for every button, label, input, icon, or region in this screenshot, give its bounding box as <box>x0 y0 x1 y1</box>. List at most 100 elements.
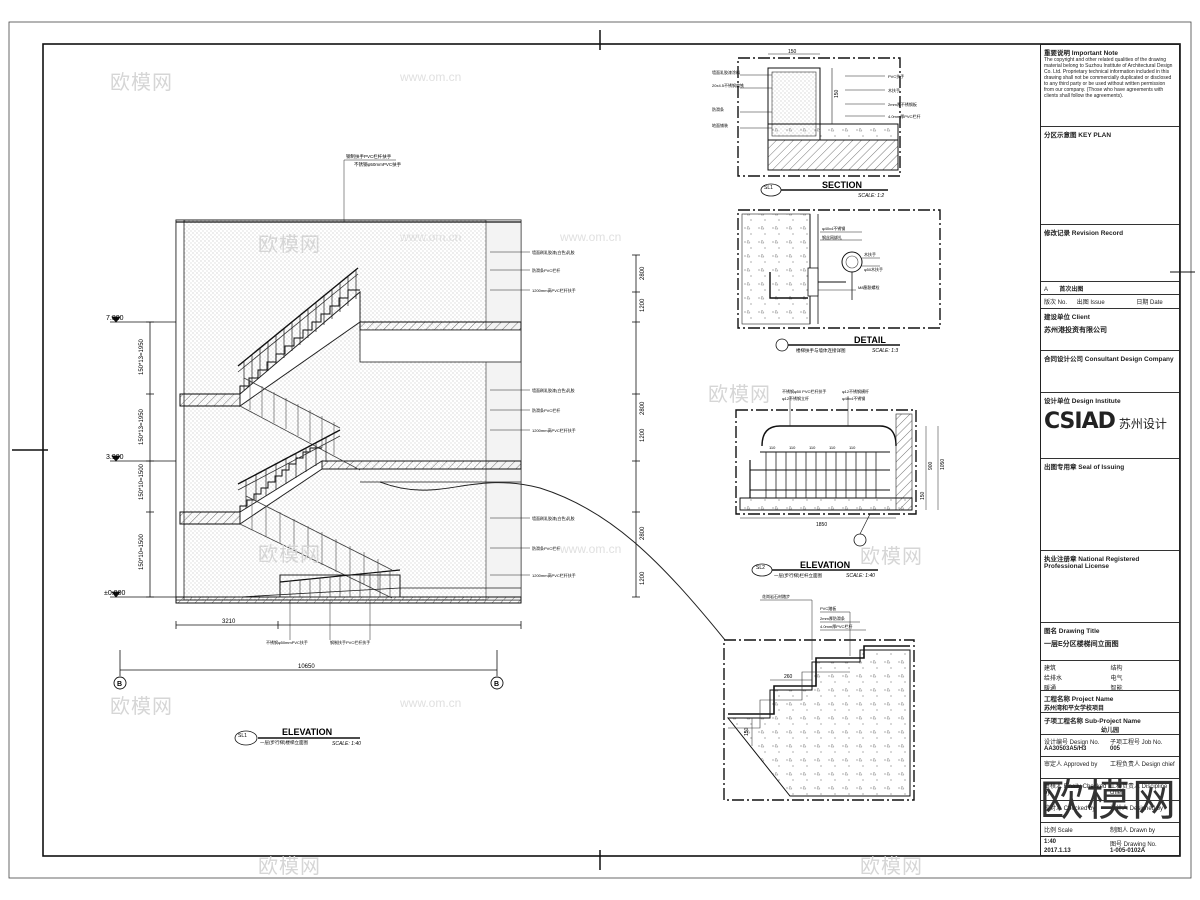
key-plan-cell: 分区示意图 KEY PLAN <box>1041 127 1179 225</box>
svg-text:20x4.5不锈钢扁铁: 20x4.5不锈钢扁铁 <box>712 82 744 88</box>
grid-b-right: B <box>494 681 499 688</box>
drawing-number: 1-005-0102A <box>1110 848 1146 854</box>
client-cell: 建设单位 Client 苏州港投资有限公司 <box>1041 309 1179 351</box>
level-mid: 3.900 <box>106 454 124 461</box>
svg-text:木扶手: 木扶手 <box>864 251 876 257</box>
wall-handrail-detail: φ40x4不锈钢 钢丝网绑扎 木扶手 φ50木扶手 M8膨胀螺栓 DETAIL … <box>737 209 941 354</box>
client-name: 苏州港投资有限公司 <box>1044 327 1107 334</box>
svg-text:2mm厚不锈钢板: 2mm厚不锈钢板 <box>888 101 917 107</box>
svg-text:SCALE: 1:3: SCALE: 1:3 <box>872 348 898 354</box>
project-cell: 工程名称 Project Name 苏州湾和平女学校项目 <box>1041 691 1179 713</box>
svg-text:楼梯扶手与墙体连接详图: 楼梯扶手与墙体连接详图 <box>796 347 846 354</box>
svg-text:110: 110 <box>769 445 776 450</box>
svg-text:1050: 1050 <box>940 459 946 470</box>
svg-text:2800: 2800 <box>640 266 646 280</box>
svg-text:1200mm高PVC栏杆扶手: 1200mm高PVC栏杆扶手 <box>532 427 576 433</box>
registration-cell: 执业注册章 National Registered Professional L… <box>1041 551 1179 623</box>
checking-cell: 审核人 Finally Checked by 工种负责人 Discipline … <box>1041 779 1179 801</box>
svg-text:φ40x4不锈钢: φ40x4不锈钢 <box>822 225 845 231</box>
svg-text:260: 260 <box>784 674 793 680</box>
svg-text:150: 150 <box>744 727 750 736</box>
outer-frame <box>8 21 1192 879</box>
section-title: SECTION <box>822 180 862 190</box>
svg-text:φ12不锈钢横杆: φ12不锈钢横杆 <box>842 388 869 394</box>
svg-text:钢制扶手PVC栏杆扶手: 钢制扶手PVC栏杆扶手 <box>330 639 370 645</box>
svg-text:φ12不锈钢立杆: φ12不锈钢立杆 <box>782 395 809 401</box>
railing-elevation-title: ELEVATION <box>800 560 850 570</box>
svg-text:不锈钢φ50mmPVC扶手: 不锈钢φ50mmPVC扶手 <box>266 639 308 645</box>
scale-value: 1:40 <box>1044 839 1057 845</box>
drawing-title: 一层E分区楼梯间立面图 <box>1044 641 1119 648</box>
svg-text:150*10=1500: 150*10=1500 <box>139 533 145 570</box>
level-ground: ±0.000 <box>104 590 125 597</box>
consultant-cell: 合同设计公司 Consultant Design Company <box>1041 351 1179 393</box>
svg-text:花岗岩石材踏步: 花岗岩石材踏步 <box>762 593 790 599</box>
svg-text:1850: 1850 <box>816 522 827 528</box>
svg-text:1200: 1200 <box>640 571 646 585</box>
svg-text:墙面乳胶漆涂料: 墙面乳胶漆涂料 <box>712 69 740 75</box>
svg-text:一层(步行梯)栏杆立面图: 一层(步行梯)栏杆立面图 <box>774 572 822 579</box>
svg-text:SCALE: 1:40: SCALE: 1:40 <box>846 573 875 579</box>
svg-text:10650: 10650 <box>298 664 315 670</box>
svg-text:2mm厚防滑条: 2mm厚防滑条 <box>820 615 845 621</box>
project-name: 苏州湾和平女学校项目 <box>1044 706 1105 712</box>
svg-text:不锈钢φ50 PVC栏杆扶手: 不锈钢φ50 PVC栏杆扶手 <box>782 388 826 394</box>
svg-text:防滑条PVC栏杆: 防滑条PVC栏杆 <box>532 267 560 273</box>
svg-text:PVC扶手: PVC扶手 <box>888 73 904 79</box>
section-detail: 150 150 墙面乳胶漆涂料 20x4.5不锈钢扁铁 防滑条 地面铺装 PVC… <box>712 49 920 199</box>
svg-text:防滑条PVC栏杆: 防滑条PVC栏杆 <box>532 545 560 551</box>
svg-text:一层(步行梯)楼梯立面图: 一层(步行梯)楼梯立面图 <box>260 739 308 746</box>
revision-row: A 首次出图 <box>1041 281 1179 295</box>
svg-text:150*13=1950: 150*13=1950 <box>139 408 145 445</box>
svg-text:1200: 1200 <box>640 428 646 442</box>
svg-text:110: 110 <box>809 445 816 450</box>
svg-text:150*13=1950: 150*13=1950 <box>139 338 145 375</box>
main-elevation: 7.800 3.900 ±0.000 150*13=1950 150*13=19… <box>104 153 726 747</box>
svg-text:PVC踏板: PVC踏板 <box>820 605 836 611</box>
svg-text:防滑条PVC栏杆: 防滑条PVC栏杆 <box>532 407 560 413</box>
svg-text:150: 150 <box>788 49 797 55</box>
svg-text:1200: 1200 <box>640 298 646 312</box>
svg-text:3210: 3210 <box>222 619 236 625</box>
signatures-cell: 建筑 结构 给排水 电气 暖通 智能 <box>1041 661 1179 691</box>
svg-text:SL2: SL2 <box>756 565 765 571</box>
svg-text:110: 110 <box>829 445 836 450</box>
svg-text:木扶手: 木扶手 <box>888 87 900 93</box>
elevation-main-title: ELEVATION <box>282 727 332 737</box>
subproject-cell: 子项工程名称 Sub-Project Name 幼儿园 <box>1041 713 1179 735</box>
notes-cell: 重要说明 Important Note The copyright and ot… <box>1041 45 1179 127</box>
svg-text:SL1: SL1 <box>238 733 247 739</box>
svg-text:SCALE: 1:2: SCALE: 1:2 <box>858 193 884 199</box>
grid-b-left: B <box>117 681 122 688</box>
svg-text:不锈钢φ50mmPVC扶手: 不锈钢φ50mmPVC扶手 <box>354 161 402 168</box>
svg-text:防滑条: 防滑条 <box>712 106 724 112</box>
drawn-cell: 比例 Scale 制图人 Drawn by <box>1041 823 1179 837</box>
svg-text:110: 110 <box>849 445 856 450</box>
scale-date-cell: 1:40 图号 Drawing No. 2017.1.13 1-005-0102… <box>1041 837 1179 855</box>
revision-header: 版次 No. 出图 Issue 日期 Date <box>1041 295 1179 309</box>
approval-cell: 审定人 Approved by 工程负责人 Design chief <box>1041 757 1179 779</box>
svg-text:SL1: SL1 <box>764 185 773 191</box>
title-block: 重要说明 Important Note The copyright and ot… <box>1040 44 1180 856</box>
svg-text:1200mm高PVC栏杆扶手: 1200mm高PVC栏杆扶手 <box>532 572 576 578</box>
svg-text:φ40x4不锈钢: φ40x4不锈钢 <box>842 395 865 401</box>
date-value: 2017.1.13 <box>1044 848 1071 854</box>
svg-text:150: 150 <box>834 89 840 98</box>
svg-text:4.0mm厚PVC栏杆: 4.0mm厚PVC栏杆 <box>820 623 852 629</box>
svg-text:地面铺装: 地面铺装 <box>712 122 728 128</box>
svg-text:钢丝网绑扎: 钢丝网绑扎 <box>822 234 842 240</box>
svg-text:1200mm高PVC栏杆扶手: 1200mm高PVC栏杆扶手 <box>532 287 576 293</box>
seal-cell: 出图专用章 Seal of Issuing <box>1041 459 1179 551</box>
svg-text:150: 150 <box>920 491 926 500</box>
step-detail: 花岗岩石材踏步 PVC踏板 2mm厚防滑条 4.0mm厚PVC栏杆 260 15… <box>723 593 915 801</box>
svg-text:900: 900 <box>928 461 934 470</box>
svg-text:墙面刷乳胶漆(白色)乳胶: 墙面刷乳胶漆(白色)乳胶 <box>532 515 575 521</box>
csiad-logo: CSIAD <box>1044 409 1116 434</box>
svg-text:墙面刷乳胶漆(白色)乳胶: 墙面刷乳胶漆(白色)乳胶 <box>532 249 575 255</box>
svg-text:2800: 2800 <box>640 526 646 540</box>
drawing-title-cell: 图名 Drawing Title 一层E分区楼梯间立面图 <box>1041 623 1179 661</box>
detail-title: DETAIL <box>854 335 886 345</box>
svg-text:2800: 2800 <box>640 401 646 415</box>
checker-cell: 校对人 Checked by 设计人 Designed by <box>1041 801 1179 823</box>
